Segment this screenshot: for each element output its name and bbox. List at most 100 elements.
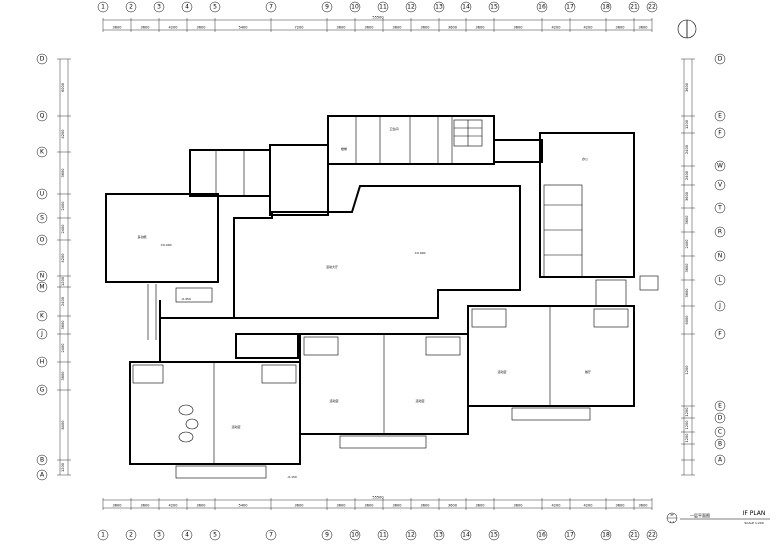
left-upper-rooms-wall bbox=[189, 149, 271, 197]
bottom-grid-bubble-label: 13 bbox=[435, 532, 443, 539]
bottom-dimension-value: 3600 bbox=[476, 504, 485, 508]
right-grid-bubble-label: V bbox=[718, 182, 723, 189]
left-grid-bubble-label: A bbox=[40, 472, 45, 479]
bottom-grid-bubble-1: 1 bbox=[97, 529, 109, 541]
bottom-grid-bubble-label: 9 bbox=[325, 532, 329, 539]
right-grid-bubble-J: J bbox=[714, 300, 726, 312]
left-grid-bubble-label: G bbox=[40, 387, 45, 394]
title-chinese: 一层平面图 bbox=[690, 512, 710, 518]
left-annex-wall bbox=[105, 193, 219, 283]
top-grid-bubble-label: 7 bbox=[269, 4, 273, 11]
top-grid-bubble-5: 5 bbox=[209, 1, 221, 13]
right-grid-bubble-label: T bbox=[717, 205, 722, 212]
right-grid-bubble-F: F bbox=[714, 127, 726, 139]
left-grid-bubble-label: O bbox=[40, 237, 45, 244]
title-main: IF PLAN bbox=[743, 510, 766, 517]
bottom-grid-bubble-18: 18 bbox=[600, 529, 612, 541]
right-grid-bubble-W: W bbox=[714, 160, 726, 172]
left-grid-bubble-label: K bbox=[40, 149, 45, 156]
top-grid-bubble-label: 15 bbox=[490, 4, 498, 11]
left-dimension-value: 4200 bbox=[61, 130, 65, 139]
left-grid-bubble-A: A bbox=[36, 469, 48, 481]
bottom-grid-bubble-3: 3 bbox=[153, 529, 165, 541]
left-grid-bubble-Q: Q bbox=[36, 110, 48, 122]
vestibule-wall bbox=[235, 333, 299, 359]
left-grid-bubble-U: U bbox=[36, 188, 48, 200]
right-grid-bubble-N: N bbox=[714, 250, 726, 262]
top-grid-bubble-label: 16 bbox=[538, 4, 546, 11]
bottom-grid-bubble-label: 17 bbox=[566, 532, 574, 539]
bottom-grid-bubble-17: 17 bbox=[564, 529, 576, 541]
top-grid-bubble-label: 1 bbox=[101, 4, 105, 11]
bottom-grid-bubble-4: 4 bbox=[181, 529, 193, 541]
right-block-label: 办公 bbox=[582, 156, 588, 161]
left-grid-bubble-H: H bbox=[36, 356, 48, 368]
bottom-dimension-value: 3600 bbox=[365, 504, 374, 508]
bottom-dimension-value: 3600 bbox=[514, 504, 523, 508]
bottom-dimension-value: 3600 bbox=[639, 504, 648, 508]
bottom-grid-bubble-7: 7 bbox=[265, 529, 277, 541]
left-dimension-value: 8400 bbox=[61, 421, 65, 430]
title-index-bottom: 1:1 bbox=[670, 520, 675, 524]
top-grid-bubble-21: 21 bbox=[628, 1, 640, 13]
left-grid-bubble-label: H bbox=[40, 359, 45, 366]
right-dimension-value: 1200 bbox=[685, 366, 689, 375]
left-grid-bubble-label: S bbox=[40, 215, 44, 222]
toilet-label: 卫生间 bbox=[389, 126, 398, 131]
top-grid-bubble-label: 17 bbox=[566, 4, 574, 11]
corridor-lower-wall bbox=[159, 300, 234, 362]
bottom-grid-bubble-label: 18 bbox=[602, 532, 610, 539]
left-block-label: 多功能 bbox=[137, 234, 146, 239]
bottom-grid-bubble-label: 5 bbox=[213, 532, 217, 539]
entrance-steps bbox=[175, 407, 591, 479]
classroom-b-label: 活动室 bbox=[329, 398, 338, 403]
bottom-grid-bubble-label: 4 bbox=[185, 532, 189, 539]
top-grid-bubble-label: 3 bbox=[157, 4, 161, 11]
left-grid-bubble-S: S bbox=[36, 212, 48, 224]
right-dimension-value: 1200 bbox=[685, 408, 689, 417]
top-dimension-value: 3600 bbox=[113, 26, 122, 30]
left-grid-bubble-G: G bbox=[36, 384, 48, 396]
top-grid-bubble-label: 4 bbox=[185, 4, 189, 11]
top-total-dimension: 55500 bbox=[372, 16, 383, 20]
bottom-grid-bubble-label: 22 bbox=[648, 532, 656, 539]
top-dimension-value: 5400 bbox=[239, 26, 248, 30]
bottom-grid-bubble-21: 21 bbox=[628, 529, 640, 541]
bottom-dimension-value: 3600 bbox=[337, 504, 346, 508]
bottom-grid-bubble-14: 14 bbox=[460, 529, 472, 541]
right-dimension-value: 6000 bbox=[685, 316, 689, 325]
right-dimension-value: 3600 bbox=[685, 289, 689, 298]
classroom-tables bbox=[178, 404, 199, 443]
left-grid-bubble-K: K bbox=[36, 310, 48, 322]
bottom-dimension-value: 4200 bbox=[169, 504, 178, 508]
title-index-top: 3F bbox=[670, 513, 674, 517]
bottom-grid-bubble-label: 10 bbox=[351, 532, 359, 539]
left-grid-bubble-label: M bbox=[39, 284, 44, 291]
classroom-a-label: 活动室 bbox=[231, 424, 240, 429]
top-grid-bubble-label: 2 bbox=[129, 4, 133, 11]
entry-level-label: -0.150 bbox=[287, 475, 297, 479]
top-dimension-value: 3600 bbox=[197, 26, 206, 30]
top-dimension-value: 7200 bbox=[295, 26, 304, 30]
top-grid-bubble-16: 16 bbox=[536, 1, 548, 13]
bottom-grid-bubble-label: 12 bbox=[407, 532, 415, 539]
top-dimension-value: 3600 bbox=[393, 26, 402, 30]
left-grid-bubble-label: N bbox=[40, 273, 45, 280]
right-grid-bubble-D: D bbox=[714, 53, 726, 65]
right-grid-bubble-label: D bbox=[718, 415, 723, 422]
top-grid-bubble-label: 14 bbox=[462, 4, 470, 11]
top-grid-bubble-label: 13 bbox=[435, 4, 443, 11]
bottom-dimension-value: 3600 bbox=[295, 504, 304, 508]
left-grid-bubble-label: K bbox=[40, 313, 45, 320]
right-grid-bubble-R: R bbox=[714, 226, 726, 238]
right-grid-bubble-label: C bbox=[718, 429, 722, 436]
top-grid-bubble-label: 22 bbox=[648, 4, 656, 11]
classroom-right-wall bbox=[467, 305, 635, 407]
right-dimension-value: 3600 bbox=[685, 264, 689, 273]
top-dimension-value: 4200 bbox=[584, 26, 593, 30]
top-grid-bubble-label: 12 bbox=[407, 4, 415, 11]
right-grid-bubble-label: E bbox=[718, 403, 722, 410]
right-dimension-value: 3600 bbox=[685, 216, 689, 225]
left-dimension-value: 1200 bbox=[61, 463, 65, 472]
bottom-grid-bubble-11: 11 bbox=[377, 529, 389, 541]
